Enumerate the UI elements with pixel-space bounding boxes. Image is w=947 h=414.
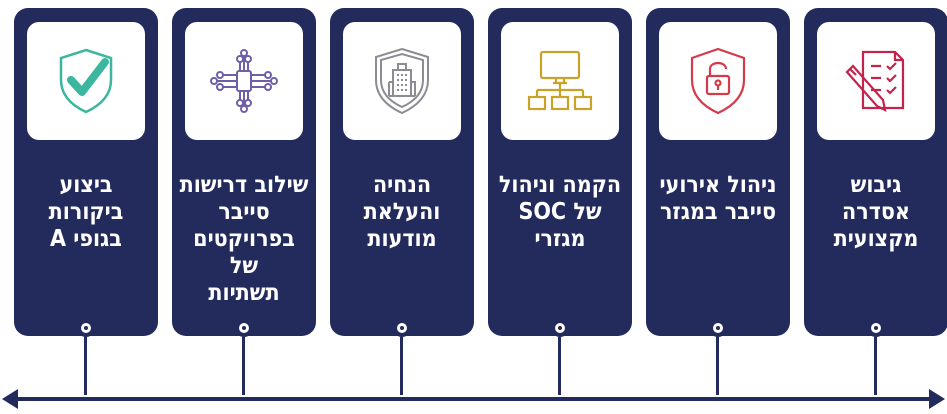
checklist-pen-icon [845,50,905,112]
arrow-right-icon [929,389,945,409]
card-audits: ביצוע ביקורות בגופי A [14,8,158,336]
arrow-left-icon [2,389,18,409]
timeline-node [77,319,95,337]
icon-container [27,22,145,140]
timeline-node [393,319,411,337]
timeline-stem [400,337,403,395]
card-title: ניהול אירועי סייבר במגזר [659,172,777,225]
icon-container [343,22,461,140]
timeline-stem [874,337,877,395]
card-guidance: הנחיה והעלאת מודעות [330,8,474,336]
timeline-node [867,319,885,337]
shield-building-icon [375,47,429,115]
icon-container [817,22,935,140]
card-incident-management: ניהול אירועי סייבר במגזר [646,8,790,336]
timeline-stem [716,337,719,395]
circuit-chip-icon [210,49,278,113]
card-title: שילוב דרישות סייבר בפרויקטים של תשתיות [179,172,309,306]
timeline-stem [558,337,561,395]
card-soc: הקמה וניהול של SOC מגזרי [488,8,632,336]
timeline-axis [14,397,934,401]
monitor-network-icon [527,50,593,111]
card-title: ביצוע ביקורות בגופי A [48,172,124,252]
timeline-stem [242,337,245,395]
icon-container [185,22,303,140]
card-integration: שילוב דרישות סייבר בפרויקטים של תשתיות [172,8,316,336]
card-regulation: גיבוש אסדרה מקצועית [804,8,947,336]
card-title: הנחיה והעלאת מודעות [363,172,441,252]
timeline-node [709,319,727,337]
timeline-stem [84,337,87,395]
shield-check-icon [59,48,113,114]
icon-container [501,22,619,140]
timeline-node [551,319,569,337]
icon-container [659,22,777,140]
shield-lock-icon [690,47,746,115]
card-title: הקמה וניהול של SOC מגזרי [498,172,622,252]
timeline-node [235,319,253,337]
card-title: גיבוש אסדרה מקצועית [833,172,919,252]
